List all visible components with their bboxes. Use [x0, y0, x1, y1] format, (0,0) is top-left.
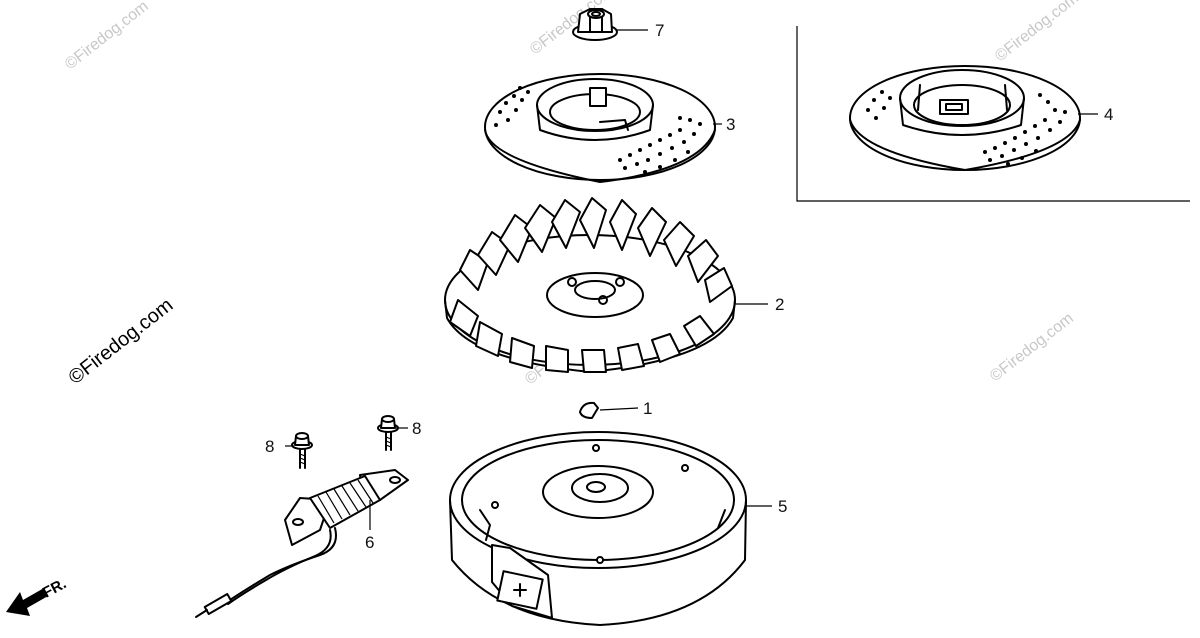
- callout-4: 4: [1104, 105, 1113, 124]
- woodruff-key: [579, 401, 599, 419]
- flange-nut: [572, 8, 618, 41]
- cooling-fan: [444, 197, 736, 373]
- watermark-left-dark: ©Firedog.com: [65, 294, 178, 389]
- leader-lines: [285, 29, 1098, 530]
- front-arrow-icon: [6, 588, 48, 616]
- callout-2: 2: [775, 295, 784, 314]
- callout-8-left: 8: [265, 437, 274, 456]
- callouts: 7 3 4 2 1 5 6 8 8: [265, 21, 1113, 552]
- callout-5: 5: [778, 497, 787, 516]
- bolt-left: [291, 432, 313, 469]
- flywheel-magnet: [491, 544, 553, 619]
- fan-blades: [449, 197, 733, 373]
- callout-8-right: 8: [412, 419, 421, 438]
- inset-frame: [796, 26, 1190, 202]
- bolt-right: [377, 415, 399, 451]
- front-direction-indicator: FR.: [6, 575, 69, 616]
- callout-7: 7: [655, 21, 664, 40]
- vent-holes-alt: [866, 90, 1067, 166]
- watermark-top-right: ©Firedog.com: [992, 0, 1082, 65]
- watermark-top-left: ©Firedog.com: [62, 0, 152, 73]
- vent-holes: [494, 86, 702, 174]
- flywheel: [449, 431, 747, 626]
- fan-cover-plate: [484, 73, 716, 183]
- callout-3: 3: [726, 115, 735, 134]
- callout-6: 6: [365, 533, 374, 552]
- callout-1: 1: [643, 399, 652, 418]
- charge-coil: [195, 469, 409, 618]
- watermark-mid-right: ©Firedog.com: [987, 310, 1077, 385]
- alternate-cover-plate: [849, 65, 1081, 171]
